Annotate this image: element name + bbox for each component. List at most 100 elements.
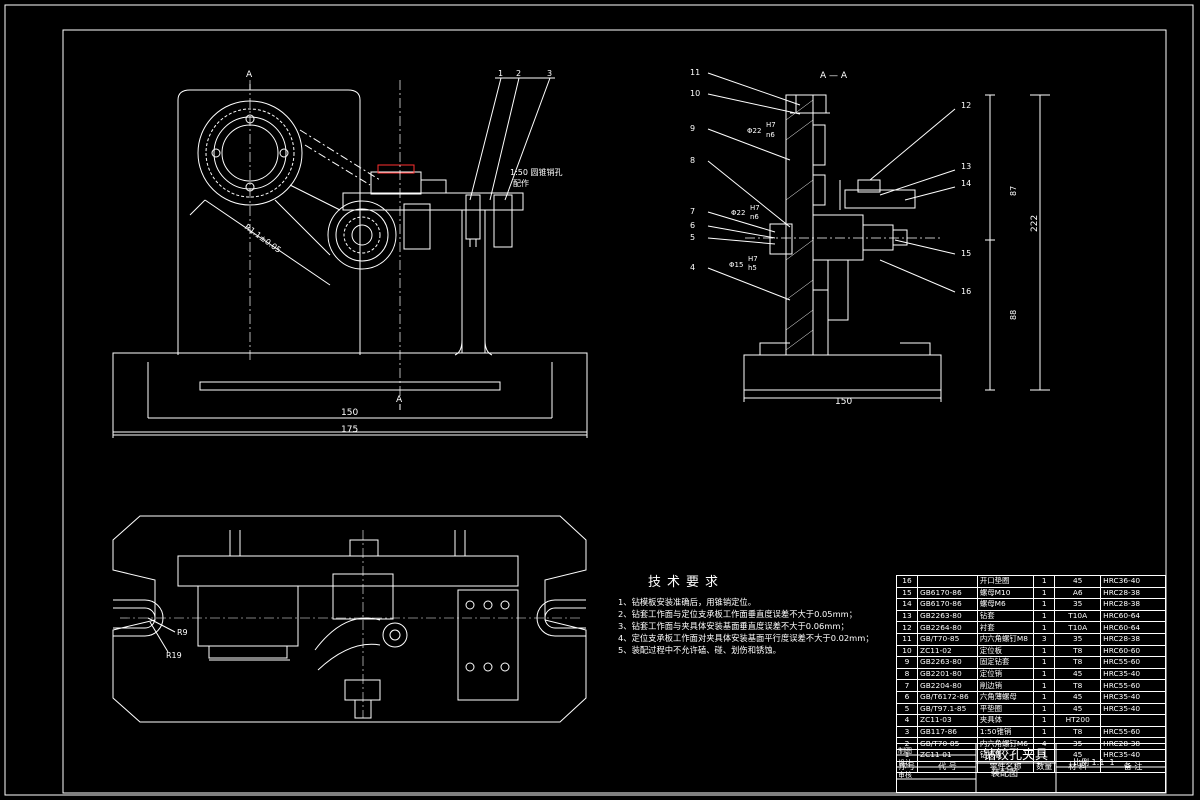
top-view: [112, 515, 587, 723]
bom-cell: 11: [896, 632, 918, 646]
bom-cell: 削边销: [976, 679, 1035, 692]
bom-cell: GB2264-80: [917, 621, 978, 634]
bom-cell: HRC60-64: [1100, 609, 1166, 623]
fit-2-bottom: n6: [750, 213, 759, 221]
bom-cell: 夹具体: [976, 714, 1035, 727]
bom-cell: A6: [1054, 586, 1102, 600]
drawing-scale: 比例 1:1 1: [1073, 757, 1115, 768]
bom-cell: 1: [1033, 690, 1056, 704]
bom-cell: 1:50锥销: [976, 725, 1035, 739]
section-dim-150: 150: [835, 397, 852, 407]
bom-cell: 钻模板: [976, 748, 1035, 762]
bom-cell: 固定钻套: [976, 656, 1035, 669]
tb-row-check: 审核: [898, 771, 912, 779]
bom-cell: HRC28-38: [1100, 632, 1166, 646]
requirements-title: 技术要求: [648, 575, 725, 590]
bom-cell: HRC35-40: [1100, 748, 1166, 762]
bom-cell: 6: [896, 690, 918, 704]
bom-cell: 9: [896, 656, 918, 669]
bom-cell: 1: [1033, 575, 1056, 588]
fit-1-top: H7: [766, 121, 776, 129]
bom-cell: 内六角螺钉M8: [976, 632, 1035, 646]
tb-row-design: 设计: [898, 759, 912, 767]
bom-cell: HT200: [1054, 714, 1102, 727]
bom-cell: 5: [896, 702, 918, 716]
bom-cell: 平垫圈: [976, 702, 1035, 716]
bom-cell: 16: [896, 575, 918, 588]
bom-cell: 1: [1033, 714, 1056, 727]
bom-cell: 12: [896, 621, 918, 634]
bom-cell: 定位销: [976, 667, 1035, 681]
bom-cell: ZC11-02: [917, 644, 978, 658]
bom-cell: 定位板: [976, 644, 1035, 658]
bom-cell: 1: [1033, 679, 1056, 692]
bom-cell: GB/T6172-86: [917, 690, 978, 704]
bom-cell: 14: [896, 598, 918, 611]
bom-cell: 1: [1033, 656, 1056, 669]
bom-cell: 8: [896, 667, 918, 681]
fit-1-bottom: n6: [766, 131, 775, 139]
section-callout-left: 9: [690, 124, 695, 133]
front-note-1: 1:50 圆锥销孔: [510, 167, 563, 177]
bom-cell: 15: [896, 586, 918, 600]
requirement-item: 3、钻套工作面与夹具体安装基面垂直度误差不大于0.06mm；: [618, 621, 849, 631]
bom-cell: HRC60-60: [1100, 644, 1166, 658]
section-title: A — A: [820, 71, 848, 81]
front-dim-175: 175: [341, 425, 358, 435]
bom-cell: GB2263-80: [917, 656, 978, 669]
section-callout-left: 5: [690, 233, 695, 242]
bom-cell: 1: [1033, 621, 1056, 634]
section-callout-left: 6: [690, 221, 695, 230]
section-dim-88: 88: [1009, 310, 1018, 320]
section-callout-right: 12: [961, 101, 971, 110]
inner-border: [62, 29, 1167, 794]
front-section-mark-bottom: A: [396, 395, 403, 405]
bom-cell: 4: [896, 714, 918, 727]
bom-cell: 1: [1033, 702, 1056, 716]
bom-cell: 钻套: [976, 609, 1035, 623]
bom-cell: [917, 575, 978, 588]
section-dim-87: 87: [1009, 186, 1018, 196]
bom-cell: T10A: [1054, 621, 1102, 634]
section-callout-left: 8: [690, 156, 695, 165]
bom-cell: 1: [1033, 725, 1056, 739]
bom-cell: 3: [896, 725, 918, 739]
drawing-subtitle: 装配图: [991, 769, 1019, 779]
bom-cell: GB117-86: [917, 725, 978, 739]
bom-cell: 1: [1033, 586, 1056, 600]
bom-cell: 螺母M6: [976, 598, 1035, 611]
section-view: [707, 72, 1050, 402]
bom-cell: 1: [1033, 609, 1056, 623]
bom-cell: 10: [896, 644, 918, 658]
bom-cell: HRC35-40: [1100, 690, 1166, 704]
bom-cell: GB2204-80: [917, 679, 978, 692]
bom-cell: HRC28-38: [1100, 586, 1166, 600]
bom-cell: T8: [1054, 656, 1102, 669]
section-dim-222: 222: [1030, 215, 1040, 232]
requirement-item: 2、钻套工作面与定位支承板工作面垂直度误差不大于0.05mm；: [618, 609, 858, 619]
drawing-title: 钻铰孔夹具: [983, 748, 1049, 763]
bom-cell: 衬套: [976, 621, 1035, 634]
fit-2-dia: Φ22: [731, 209, 745, 217]
bom-cell: T8: [1054, 644, 1102, 658]
front-callout-2: 2: [516, 69, 521, 78]
sheet-number: 1: [1109, 758, 1115, 767]
bom-cell: 1: [1033, 667, 1056, 681]
front-view: [112, 77, 588, 438]
front-callout-1: 1: [498, 69, 503, 78]
scale-label: 比例: [1073, 758, 1089, 767]
bom-cell: 45: [1054, 748, 1102, 762]
section-callout-left: 7: [690, 207, 695, 216]
bom-cell: GB2263-80: [917, 609, 978, 623]
